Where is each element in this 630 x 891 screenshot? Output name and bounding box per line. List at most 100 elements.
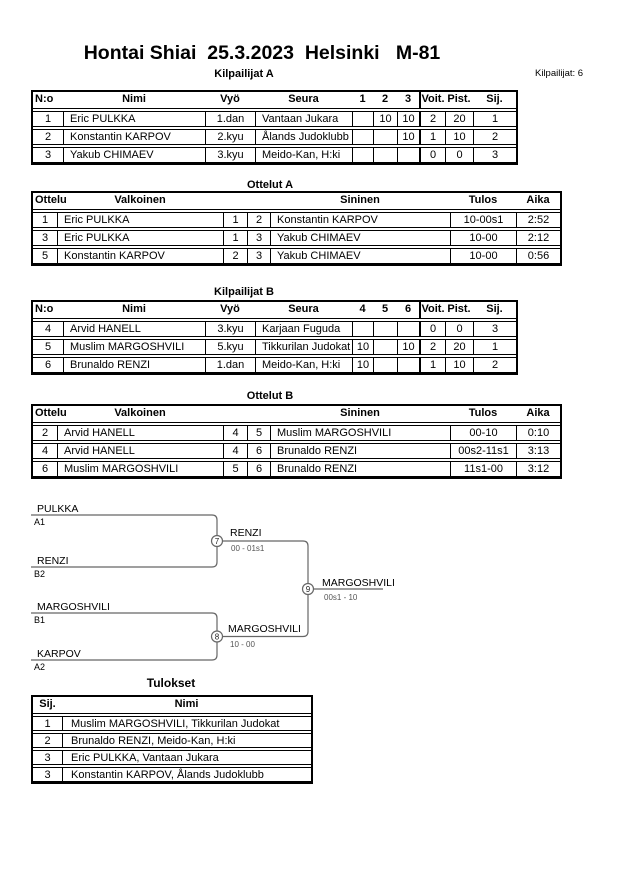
header-sij: Sij.: [486, 303, 503, 315]
cell-match-3: [397, 148, 419, 162]
cell-no: 3: [44, 148, 52, 161]
cell-match-5: [373, 340, 397, 354]
header-pist: Pist.: [447, 303, 471, 315]
table-header-row: N:o Nimi Vyö Seura 1 2 3 Voit. Pist. Sij…: [33, 92, 516, 109]
kilpailijat-a-table: N:o Nimi Vyö Seura 1 2 3 Voit. Pist. Sij…: [31, 90, 518, 165]
competitors-count-label: Kilpailijat: 6: [535, 68, 584, 79]
cell-aika: 3:13: [516, 444, 560, 458]
header-sininen: Sininen: [340, 194, 380, 206]
ottelut-b-table: Ottelu Valkoinen Sininen Tulos Aika 2 Ar…: [31, 404, 562, 479]
header-valkoinen: Valkoinen: [114, 407, 166, 419]
match-8-number: 8: [215, 633, 220, 642]
table-row: 1 Eric PULKKA 1.dan Vantaan Jukara 10 10…: [33, 111, 516, 127]
cell-white-no: 2: [223, 249, 247, 263]
cell-sininen: Yakub CHIMAEV: [270, 231, 450, 245]
cell-aika: 0:56: [516, 249, 560, 263]
cell-nimi: Arvid HANELL: [63, 322, 205, 336]
cell-no: 5: [44, 340, 52, 353]
header-aika: Aika: [526, 194, 550, 206]
cell-pist: 20: [445, 340, 473, 354]
header-aika: Aika: [526, 407, 550, 419]
cell-blue-no: 6: [247, 462, 270, 476]
bracket-slot-seed: A1: [34, 517, 46, 527]
kilpailijat-b-table: N:o Nimi Vyö Seura 4 5 6 Voit. Pist. Sij…: [31, 300, 518, 375]
header-match-2: 2: [381, 93, 389, 105]
cell-match-3: 10: [397, 112, 419, 126]
cell-vyo: 5.kyu: [205, 340, 255, 354]
bracket-match-score: 10 - 00: [230, 640, 255, 649]
cell-tulos: 00s2-11s1: [450, 444, 516, 458]
section-title-kilpailijat-b: Kilpailijat B: [214, 286, 274, 298]
cell-sij: 1: [473, 112, 516, 126]
cell-match-5: [373, 322, 397, 336]
cell-blue-no: 5: [247, 426, 270, 440]
table-row: 3 Yakub CHIMAEV 3.kyu Meido-Kan, H:ki 0 …: [33, 147, 516, 163]
cell-tulos: 10-00: [450, 249, 516, 263]
cell-seura: Ålands Judoklubb: [255, 130, 352, 144]
cell-match-1: [352, 148, 373, 162]
cell-sininen: Konstantin KARPOV: [270, 213, 450, 227]
cell-seura: Tikkurilan Judokat: [255, 340, 352, 354]
bracket-slot-name: RENZI: [37, 555, 69, 567]
cell-nimi: Brunaldo RENZI, Meido-Kan, H:ki: [62, 734, 311, 747]
cell-no: 1: [44, 112, 52, 125]
cell-white-no: 4: [223, 426, 247, 440]
header-tulos: Tulos: [468, 194, 498, 206]
header-ottelu: Ottelu: [35, 194, 67, 206]
table-row: 3 Konstantin KARPOV, Ålands Judoklubb: [33, 767, 311, 782]
table-row: 2 Konstantin KARPOV 2.kyu Ålands Judoklu…: [33, 129, 516, 145]
cell-seura: Vantaan Jukara: [255, 112, 352, 126]
cell-ottelu: 5: [41, 249, 49, 262]
cell-valkoinen: Konstantin KARPOV: [57, 249, 223, 263]
cell-voit: 0: [419, 148, 445, 162]
header-match-4: 4: [359, 303, 366, 315]
bracket-line-winner-8: [222, 594, 309, 638]
cell-valkoinen: Muslim MARGOSHVILI: [57, 462, 223, 476]
cell-sininen: Yakub CHIMAEV: [270, 249, 450, 263]
ottelut-a-table: Ottelu Valkoinen Sininen Tulos Aika 1 Er…: [31, 191, 562, 266]
cell-vyo: 2.kyu: [205, 130, 255, 144]
cell-vyo: 1.dan: [205, 112, 255, 126]
cell-blue-no: 3: [247, 249, 270, 263]
cell-match-4: [352, 322, 373, 336]
bracket-slot-seed: A2: [34, 662, 46, 672]
cell-match-6: [397, 322, 419, 336]
cell-match-6: [397, 358, 419, 372]
cell-vyo: 3.kyu: [205, 148, 255, 162]
table-row: 6 Muslim MARGOSHVILI 5 6 Brunaldo RENZI …: [33, 461, 560, 477]
cell-pist: 0: [445, 322, 473, 336]
cell-pist: 20: [445, 112, 473, 126]
cell-seura: Meido-Kan, H:ki: [255, 148, 352, 162]
bracket-winner-name: MARGOSHVILI: [228, 623, 301, 635]
bracket-slot-seed: B2: [34, 569, 46, 579]
header-no: N:o: [35, 93, 54, 105]
bracket-winner-name: RENZI: [230, 527, 262, 539]
header-valkoinen: Valkoinen: [114, 194, 166, 206]
cell-blue-no: 3: [247, 231, 270, 245]
header-blue-no: [247, 406, 270, 422]
bracket-slot-name: PULKKA: [37, 503, 79, 515]
header-vyo: Vyö: [220, 303, 240, 315]
cell-tulos: 00-10: [450, 426, 516, 440]
table-header-row: Sij. Nimi: [33, 697, 311, 714]
cell-nimi: Yakub CHIMAEV: [63, 148, 205, 162]
table-row: 2 Brunaldo RENZI, Meido-Kan, H:ki: [33, 733, 311, 748]
cell-blue-no: 2: [247, 213, 270, 227]
cell-voit: 0: [419, 322, 445, 336]
page-title: Hontai Shiai 25.3.2023 Helsinki M-81: [83, 42, 441, 64]
table-header-row: Ottelu Valkoinen Sininen Tulos Aika: [33, 406, 560, 423]
cell-tulos: 10-00s1: [450, 213, 516, 227]
header-seura: Seura: [288, 93, 319, 105]
cell-pist: 0: [445, 148, 473, 162]
cell-seura: Meido-Kan, H:ki: [255, 358, 352, 372]
cell-sij: 1: [473, 340, 516, 354]
bracket-diagram: 7 8 9: [31, 514, 383, 661]
cell-sininen: Brunaldo RENZI: [270, 444, 450, 458]
table-row: 1 Eric PULKKA 1 2 Konstantin KARPOV 10-0…: [33, 212, 560, 228]
header-sininen: Sininen: [340, 407, 380, 419]
table-row: 6 Brunaldo RENZI 1.dan Meido-Kan, H:ki 1…: [33, 357, 516, 373]
cell-sij: 3: [473, 322, 516, 336]
cell-valkoinen: Arvid HANELL: [57, 444, 223, 458]
header-white-no: [223, 193, 247, 209]
